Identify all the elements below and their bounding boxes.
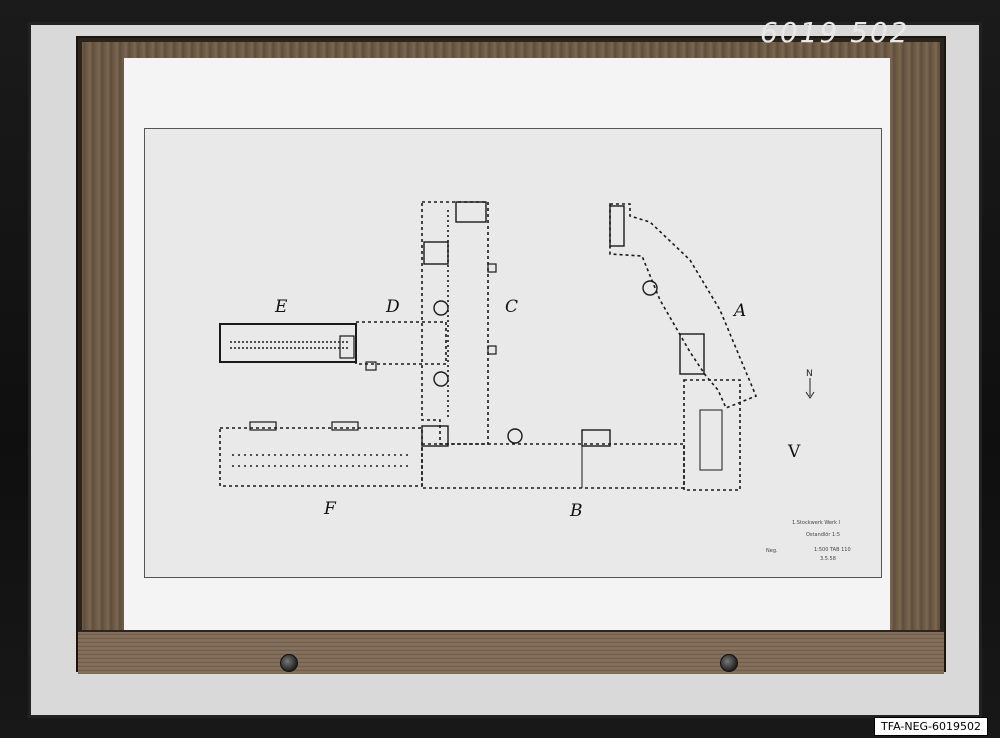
wing-label-e: E — [274, 297, 288, 317]
legend-line-2: Ostandlör 1:5 — [806, 532, 840, 538]
wing-d-outline — [355, 321, 447, 365]
wing-label-d: D — [385, 297, 400, 317]
legend-line-3: 1:500 TAB 110 — [814, 547, 851, 553]
archive-label: TFA-NEG-6019502 — [874, 717, 988, 736]
wing-c-outline — [421, 201, 489, 445]
wing-f-outline — [219, 427, 423, 487]
north-arrow-head — [805, 391, 815, 399]
frame-knob-left — [280, 654, 298, 672]
north-letter: N — [806, 369, 813, 379]
corner-note: Neg. — [766, 548, 778, 554]
wing-a-outline — [609, 203, 758, 410]
floor-plan-sheet — [144, 128, 882, 578]
wing-e-outline — [219, 323, 357, 363]
wing-label-a: A — [732, 301, 746, 321]
wing-b-outline — [421, 443, 685, 489]
handwritten-negative-number: 6019 502 — [760, 16, 910, 49]
corner-block-outline — [683, 379, 741, 491]
side-letter-v: V — [787, 442, 801, 462]
wing-label-f: F — [323, 499, 337, 519]
frame-knob-right — [720, 654, 738, 672]
wing-label-b: B — [569, 501, 583, 521]
wing-label-c: C — [505, 297, 518, 317]
legend-line-1: 1.Stockwerk Werk I — [792, 520, 840, 526]
legend-line-4: 3.5.58 — [820, 556, 836, 562]
frame-bottom-rail — [78, 630, 944, 674]
